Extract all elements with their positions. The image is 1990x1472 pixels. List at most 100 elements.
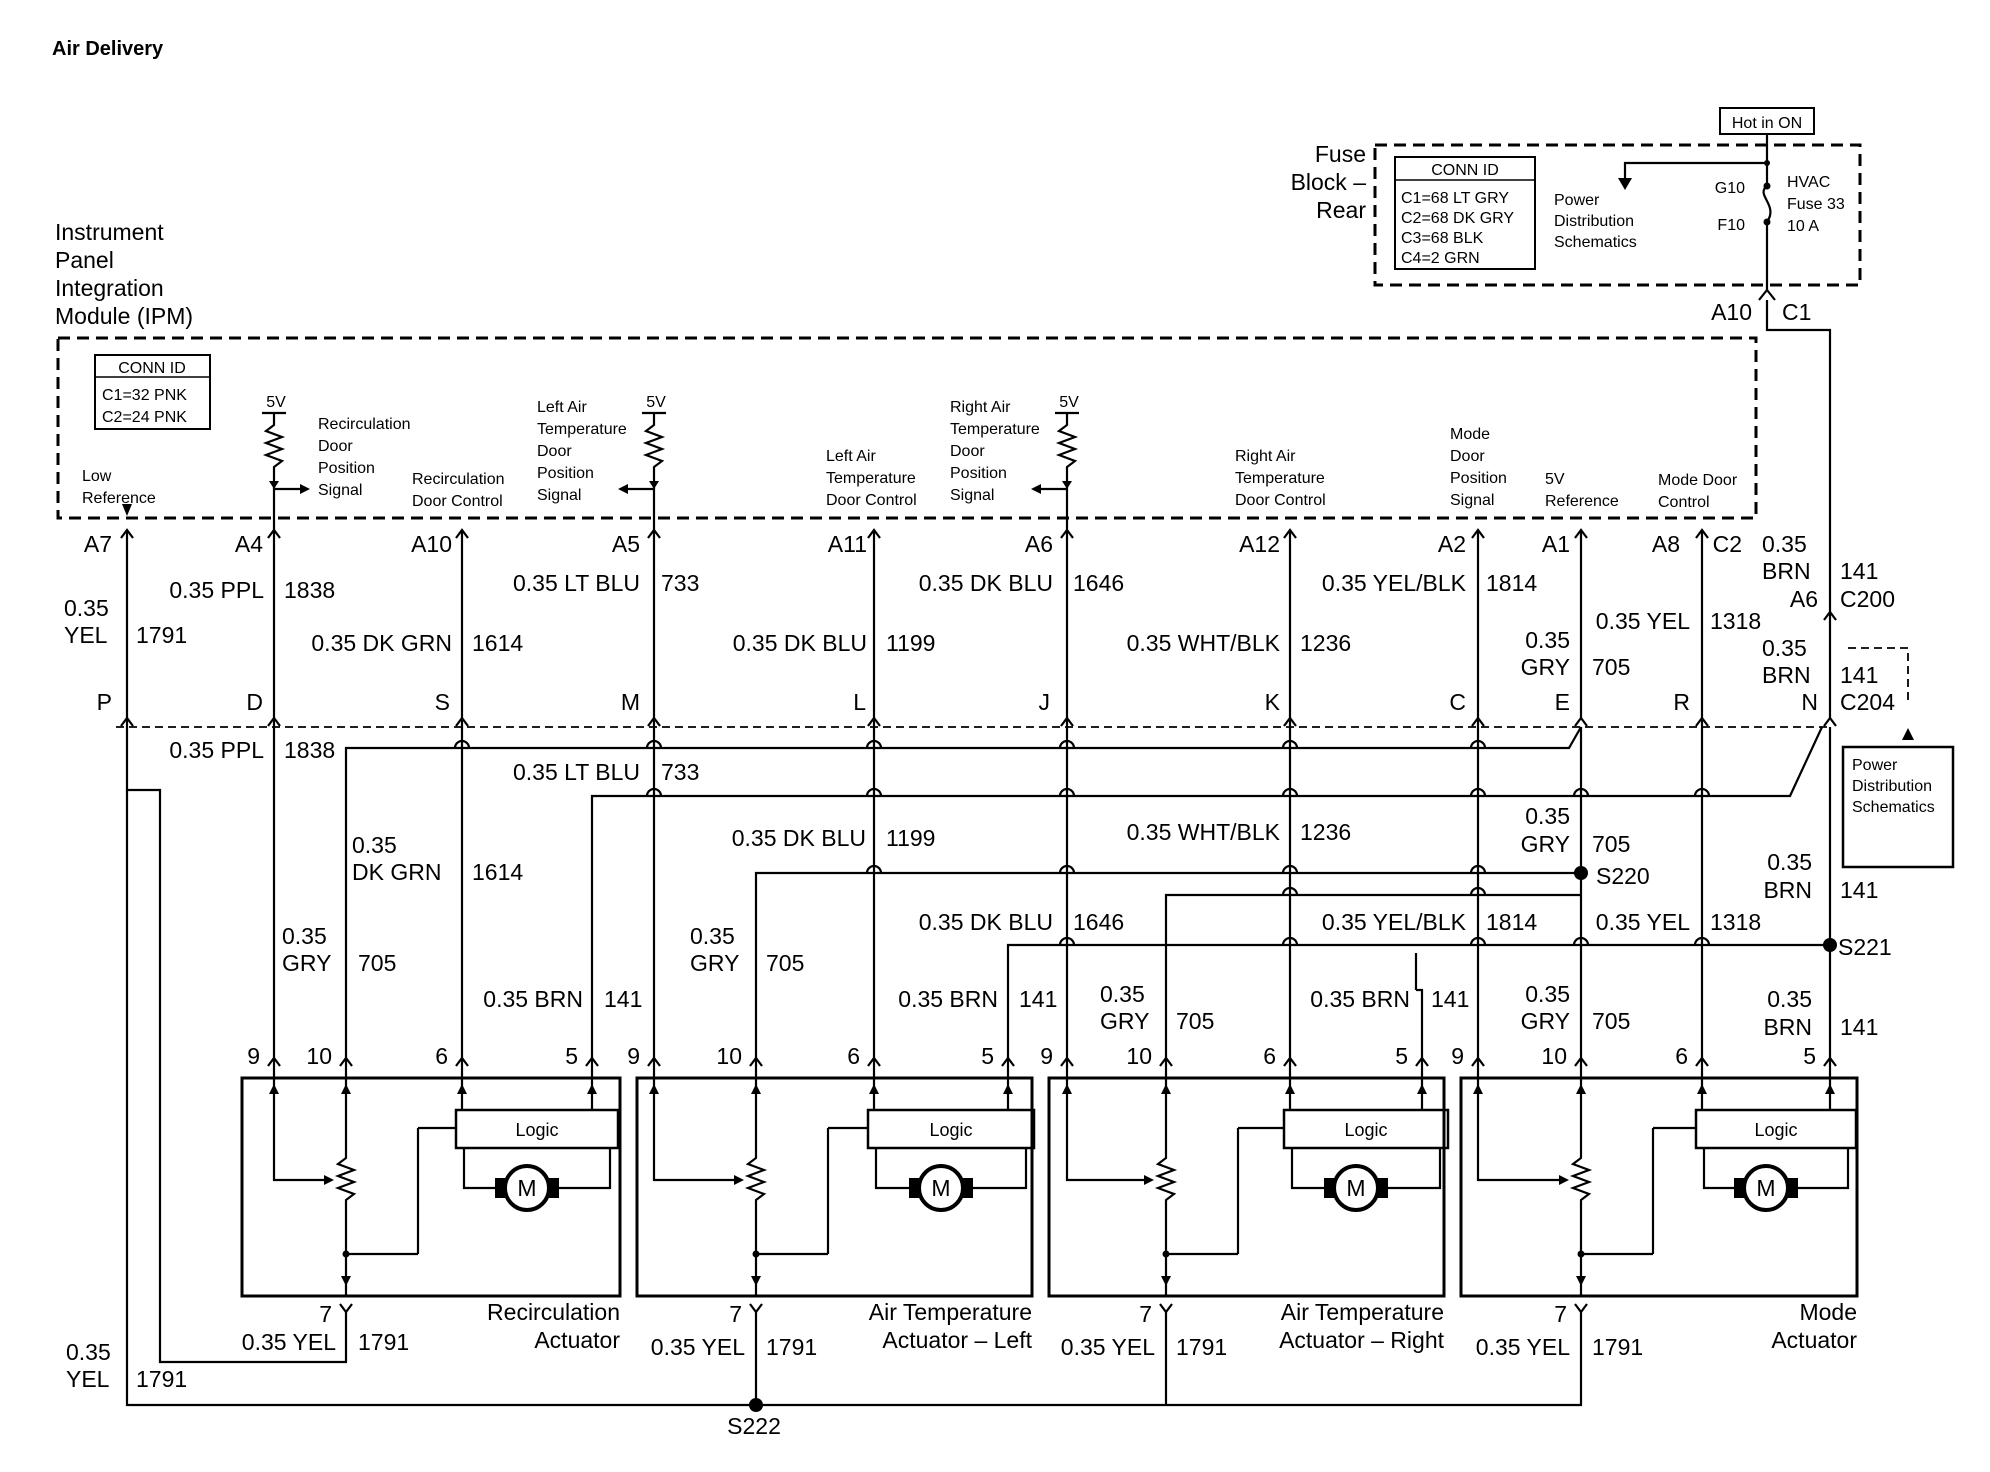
wire-crossover [1058,739,1076,749]
actuator-pin-arrow [869,1084,879,1094]
wire-gry-circuit: 705 [1592,654,1630,680]
pot-node [1577,1250,1585,1258]
sig-right-pos-2: Temperature [950,421,1040,438]
pin-a1: A1 [1542,531,1570,557]
fuse-block-label-2: Block – [1291,169,1367,195]
sig-recirc-pos-2: Door [318,438,353,455]
c200-label: C200 [1840,586,1895,612]
ipm-pullup-right: 5V [1031,394,1079,530]
left-brn-circuit: 141 [1019,986,1057,1012]
wire-crossover [645,739,663,749]
pot-wiper-arrow [324,1175,334,1185]
motor-brush [549,1178,559,1198]
recirc-yel-circuit: 1791 [358,1329,409,1355]
actuator-pin-arrow [751,1084,761,1094]
wire-crossover [1469,864,1487,874]
c204-pin-chevron [1574,716,1588,727]
wire-crossover [865,864,883,874]
motor-icon [917,1164,965,1212]
sig-recirc-pos-1: Recirculation [318,416,410,433]
splice-s222-label: S222 [727,1413,781,1439]
actuator-pin-10: 10 [1541,1043,1567,1069]
lower-wire-labels: 0.35 PPL 1838 0.35 LT BLU 733 0.35 DK GR… [66,737,1892,1439]
wire-brn-gauge-1: 0.35 [1762,531,1807,557]
fuse-name-label: HVAC [1787,174,1830,191]
wire-crossover [1058,864,1076,874]
right-brn-label: 0.35 BRN [1310,986,1410,1012]
fuse-f10-label: F10 [1717,217,1745,234]
sig-left-ctrl-1: Left Air [826,448,876,465]
pot-wiper-lead [1065,1092,1144,1182]
lower-s220-gauge: 0.35 [1525,803,1570,829]
fuse-block-rear: Hot in ON Fuse Block – Rear CONN ID C1=6… [1291,107,1862,612]
actuator-pin-arrow [1417,1084,1427,1094]
right-gry-color: GRY [1100,1008,1149,1034]
wire-crossover [1281,787,1299,797]
power-dist-2-line-2: Distribution [1852,778,1932,795]
c204-pin-s: S [435,689,450,715]
fuse-conn-id-c3: C3=68 BLK [1401,230,1484,247]
pot-arrow [1576,1276,1586,1286]
actuator-pin-chevron [1001,1056,1015,1067]
motor-brush [1734,1178,1744,1198]
sig-right-ctrl-2: Temperature [1235,470,1325,487]
wire-crossover [865,787,883,797]
actuator-pin-10: 10 [716,1043,742,1069]
actuator-pin7-chevron [339,1303,353,1314]
pot-arrow [341,1276,351,1286]
actuator-pin-6: 6 [1263,1043,1276,1069]
actuator-box [240,1076,622,1298]
motor-brush [963,1178,973,1198]
sig-right-pos-5: Signal [950,487,994,504]
right-yel-circuit: 1791 [1176,1334,1227,1360]
actuator-pin-chevron [339,1056,353,1067]
ipm-module: Instrument Panel Integration Module (IPM… [55,219,1758,530]
sig-right-pos-3: Door [950,443,985,460]
recirc-yel-label: 0.35 YEL [242,1329,336,1355]
potentiometer [744,1092,768,1296]
pin-a12: A12 [1239,531,1280,557]
splice-s221-label: S221 [1838,934,1892,960]
actuator-pin-6: 6 [1675,1043,1688,1069]
motor-label: M [1756,1175,1775,1201]
ipm-pin-row: A7 A4 A10 A5 A11 A6 A12 A2 A1 A8 C2 [84,531,1742,557]
yel-1791-main-return [125,790,1583,1407]
lower-whtblk-label: 0.35 WHT/BLK [1127,819,1281,845]
motor-lead [874,1148,915,1190]
actuator-pin-arrow [1062,1084,1072,1094]
actuator-pin-chevron [1159,1056,1173,1067]
wire-dkblu1646-label: 0.35 DK BLU [919,570,1053,596]
actuator-pin-chevron [1574,1056,1588,1067]
lower-s220-color: GRY [1521,831,1570,857]
mode-gry-color: GRY [1521,1008,1570,1034]
wire-crossover [1058,787,1076,797]
wire-whtblk-circuit: 1236 [1300,630,1351,656]
recirc-gry-circuit: 705 [358,950,396,976]
motor-brush [1324,1178,1334,1198]
right-brn-circuit: 141 [1431,986,1469,1012]
actuator-pin-7: 7 [729,1301,742,1327]
sig-right-ctrl-1: Right Air [1235,448,1296,465]
pin-a11: A11 [828,531,867,557]
fuse-conn-id-c4: C4=2 GRN [1401,250,1480,267]
fuse-power-dist-3: Schematics [1554,234,1637,251]
ipm-pullup-left: 5V [618,394,666,530]
fuse-conn-id-c1: C1=68 LT GRY [1401,190,1509,207]
actuator-box [1047,1076,1446,1298]
wire-brn-circuit-2: 141 [1840,662,1878,688]
actuator-pin-chevron [1695,1056,1709,1067]
actuator-pin-9: 9 [247,1043,260,1069]
actuator-pin-arrow [649,1084,659,1094]
pot-arrow [751,1276,761,1286]
lower-yel1318-label: 0.35 YEL [1596,909,1690,935]
actuator-name-line-2: Actuator – Right [1279,1327,1445,1353]
lower-dkblu1199-label: 0.35 DK BLU [732,825,866,851]
c204-pin-e: E [1555,689,1570,715]
gry-705-bus [754,871,1581,1060]
wire-crossover [1058,936,1076,946]
wire-gry-color: GRY [1521,654,1570,680]
power-dist-2-line-1: Power [1852,757,1898,774]
pot-wiper-lead [1476,1092,1559,1182]
